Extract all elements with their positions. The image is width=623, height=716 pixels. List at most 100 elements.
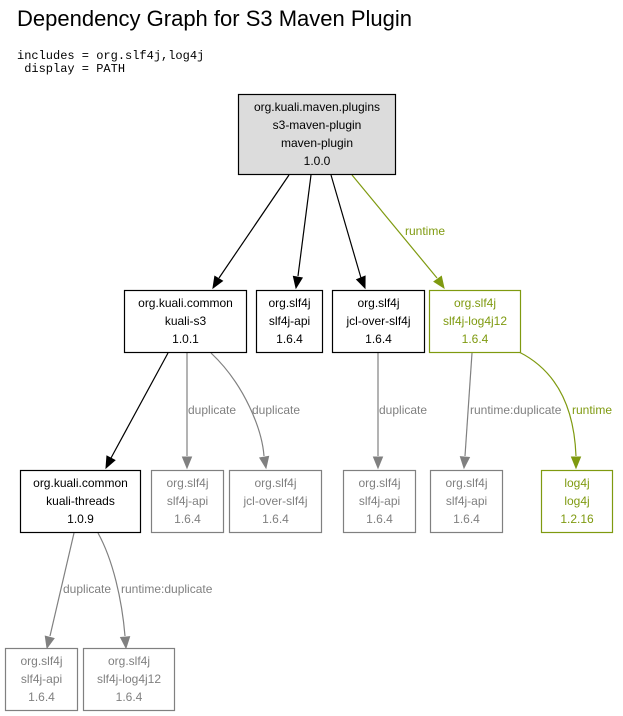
arrowhead-kuali-s3-to-dup-slf4j-api bbox=[181, 456, 193, 470]
node-label-line: 1.0.9 bbox=[67, 512, 94, 526]
node-label-line: org.kuali.maven.plugins bbox=[254, 100, 380, 114]
node-label-line: s3-maven-plugin bbox=[273, 118, 362, 132]
edge-kuali-s3-to-dup-jcl bbox=[210, 352, 265, 457]
node-jcl-over-slf4j[interactable]: org.slf4j jcl-over-slf4j 1.6.4 bbox=[331, 289, 426, 354]
arrowhead-threads-to-dup-slf4j-api bbox=[44, 635, 55, 650]
node-box bbox=[429, 469, 504, 534]
node-box bbox=[331, 289, 426, 354]
node-box bbox=[82, 647, 176, 712]
node-box bbox=[19, 469, 142, 534]
node-label-line: org.slf4j bbox=[108, 654, 150, 668]
edge-root-to-kuali-s3 bbox=[218, 174, 290, 279]
node-box bbox=[255, 289, 324, 354]
node-label-line: log4j bbox=[564, 494, 589, 508]
node-label-line: org.kuali.common bbox=[138, 296, 233, 310]
arrowhead-log4j12-to-log4j bbox=[570, 456, 582, 470]
arrowhead-kuali-s3-to-kuali-threads bbox=[105, 455, 116, 470]
node-label-line: 1.0.0 bbox=[304, 154, 331, 168]
node-label-line: org.slf4j bbox=[254, 476, 296, 490]
node-label-line: slf4j-api bbox=[269, 314, 310, 328]
node-dup-slf4j-api-2[interactable]: org.slf4j slf4j-api 1.6.4 bbox=[342, 469, 417, 534]
node-label-line: org.slf4j bbox=[268, 296, 310, 310]
node-label-line: 1.0.1 bbox=[172, 332, 199, 346]
node-label-line: kuali-s3 bbox=[165, 314, 207, 328]
node-label-line: org.slf4j bbox=[445, 476, 487, 490]
edge-label-threads-to-dup-slf4j-api: duplicate bbox=[63, 582, 111, 596]
edge-label-log4j12-to-dup-slf4j-api: runtime:duplicate bbox=[470, 403, 562, 417]
edge-label-kuali-s3-to-dup-slf4j-api: duplicate bbox=[188, 403, 236, 417]
edge-label-log4j12-to-log4j: runtime bbox=[572, 403, 612, 417]
edge-label-kuali-s3-to-dup-jcl: duplicate bbox=[252, 403, 300, 417]
edge-root-to-slf4j-log4j12 bbox=[351, 174, 438, 279]
node-root[interactable]: org.kuali.maven.plugins s3-maven-plugin ma… bbox=[237, 93, 397, 176]
node-label-line: org.slf4j bbox=[20, 654, 62, 668]
node-label-line: slf4j-api bbox=[359, 494, 400, 508]
node-label-line: jcl-over-slf4j bbox=[345, 314, 410, 328]
node-label-line: 1.6.4 bbox=[365, 332, 392, 346]
node-label-line: 1.6.4 bbox=[174, 512, 201, 526]
node-label-line: slf4j-log4j12 bbox=[97, 672, 161, 686]
edge-kuali-s3-to-kuali-threads bbox=[110, 352, 169, 459]
node-dup-slf4j-api-3[interactable]: org.slf4j slf4j-api 1.6.4 bbox=[429, 469, 504, 534]
page-title: Dependency Graph for S3 Maven Plugin bbox=[17, 6, 413, 31]
node-label-line: org.slf4j bbox=[454, 296, 496, 310]
node-box bbox=[123, 289, 248, 354]
node-label-line: 1.6.4 bbox=[28, 690, 55, 704]
edge-label-jcl-to-dup-slf4j-api: duplicate bbox=[379, 403, 427, 417]
arrowhead-jcl-to-dup-slf4j-api bbox=[372, 456, 384, 470]
node-label-line: slf4j-api bbox=[167, 494, 208, 508]
arrowhead-threads-to-dup-log4j12 bbox=[119, 636, 131, 650]
node-label-line: 1.6.4 bbox=[453, 512, 480, 526]
node-label-line: 1.6.4 bbox=[366, 512, 393, 526]
node-label-line: kuali-threads bbox=[46, 494, 115, 508]
node-label-line: org.kuali.common bbox=[33, 476, 128, 490]
node-dup-jcl-over-slf4j[interactable]: org.slf4j jcl-over-slf4j 1.6.4 bbox=[228, 469, 323, 534]
arrowhead-root-to-slf4j-log4j12 bbox=[433, 275, 445, 290]
edge-root-to-jcl-over-slf4j bbox=[330, 174, 362, 279]
node-box bbox=[228, 469, 323, 534]
edge-log4j12-to-log4j bbox=[518, 351, 577, 457]
node-label-line: 1.6.4 bbox=[462, 332, 489, 346]
arrowhead-kuali-s3-to-dup-jcl bbox=[258, 455, 270, 470]
node-label-line: org.slf4j bbox=[166, 476, 208, 490]
edge-label-root-to-slf4j-log4j12: runtime bbox=[405, 224, 445, 238]
node-log4j[interactable]: log4j log4j 1.2.16 bbox=[540, 469, 614, 534]
node-dup-slf4j-api-4[interactable]: org.slf4j slf4j-api 1.6.4 bbox=[4, 647, 79, 712]
includes-config-line: includes = org.slf4j,log4j bbox=[17, 49, 205, 63]
arrowhead-root-to-slf4j-api bbox=[292, 275, 304, 290]
node-box bbox=[150, 469, 225, 534]
node-label-line: org.slf4j bbox=[358, 476, 400, 490]
node-box bbox=[237, 93, 397, 176]
edge-threads-to-dup-slf4j-api bbox=[49, 532, 75, 637]
node-box bbox=[342, 469, 417, 534]
node-label-line: slf4j-log4j12 bbox=[443, 314, 507, 328]
node-dup-slf4j-log4j12[interactable]: org.slf4j slf4j-log4j12 1.6.4 bbox=[82, 647, 176, 712]
arrowhead-root-to-jcl-over-slf4j bbox=[355, 275, 366, 290]
edge-root-to-slf4j-api bbox=[297, 174, 312, 277]
node-label-line: 1.6.4 bbox=[262, 512, 289, 526]
node-label-line: org.slf4j bbox=[357, 296, 399, 310]
node-label-line: 1.6.4 bbox=[116, 690, 143, 704]
node-label-line: 1.2.16 bbox=[560, 512, 594, 526]
node-box bbox=[4, 647, 79, 712]
node-slf4j-log4j12[interactable]: org.slf4j slf4j-log4j12 1.6.4 bbox=[428, 289, 522, 354]
node-label-line: slf4j-api bbox=[21, 672, 62, 686]
edge-log4j12-to-dup-slf4j-api bbox=[464, 352, 473, 457]
node-label-line: log4j bbox=[564, 476, 589, 490]
node-label-line: slf4j-api bbox=[446, 494, 487, 508]
node-kuali-s3[interactable]: org.kuali.common kuali-s3 1.0.1 bbox=[123, 289, 248, 354]
node-kuali-threads[interactable]: org.kuali.common kuali-threads 1.0.9 bbox=[19, 469, 142, 534]
arrowhead-root-to-kuali-s3 bbox=[212, 275, 224, 290]
edge-label-threads-to-dup-log4j12: runtime:duplicate bbox=[121, 582, 213, 596]
node-label-line: jcl-over-slf4j bbox=[242, 494, 307, 508]
node-dup-slf4j-api-1[interactable]: org.slf4j slf4j-api 1.6.4 bbox=[150, 469, 225, 534]
display-config-line: display = PATH bbox=[17, 62, 126, 76]
node-box bbox=[428, 289, 522, 354]
node-box bbox=[540, 469, 614, 534]
edge-threads-to-dup-log4j12 bbox=[97, 532, 126, 637]
arrowhead-log4j12-to-dup-slf4j-api bbox=[459, 456, 471, 470]
node-label-line: maven-plugin bbox=[281, 136, 353, 150]
node-label-line: 1.6.4 bbox=[276, 332, 303, 346]
node-slf4j-api[interactable]: org.slf4j slf4j-api 1.6.4 bbox=[255, 289, 324, 354]
